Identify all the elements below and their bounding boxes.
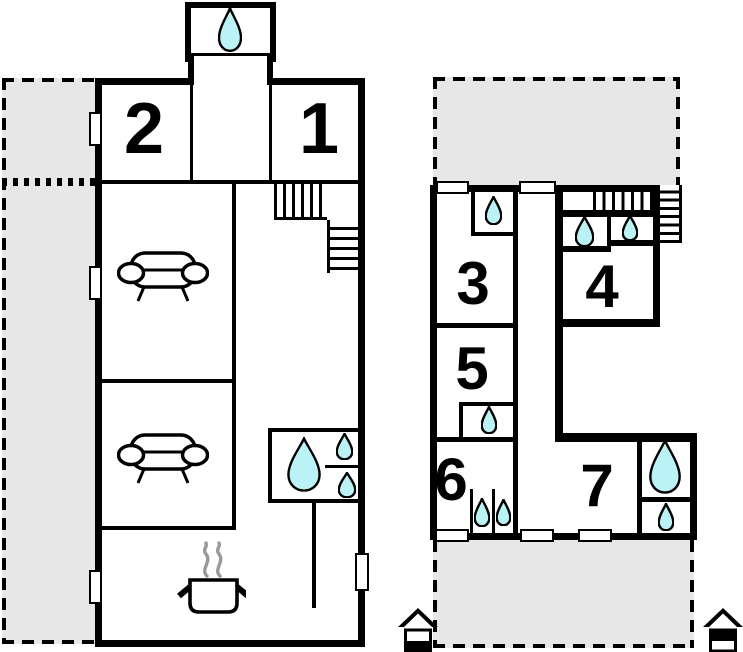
room-5-label: 5 bbox=[455, 335, 489, 402]
water-drop-icon bbox=[622, 215, 638, 241]
wall bbox=[555, 210, 653, 217]
stairs bbox=[274, 184, 327, 220]
wall bbox=[459, 402, 517, 406]
wall bbox=[190, 85, 193, 184]
stairs bbox=[596, 192, 653, 210]
door bbox=[435, 529, 469, 542]
room-1-label: 1 bbox=[298, 89, 340, 169]
sofa-icon bbox=[117, 251, 209, 302]
terrace-bottom-dash-border bbox=[433, 644, 694, 648]
terrace-bottom bbox=[433, 540, 694, 648]
door bbox=[89, 112, 102, 146]
room-7-label: 7 bbox=[580, 452, 614, 519]
wall bbox=[690, 433, 697, 540]
wall bbox=[430, 185, 437, 540]
room-6-label: 6 bbox=[434, 446, 468, 513]
door bbox=[519, 181, 556, 194]
wall bbox=[593, 192, 596, 210]
terrace-left bbox=[2, 78, 95, 644]
wall bbox=[637, 497, 697, 502]
wall bbox=[470, 489, 473, 533]
door bbox=[436, 181, 469, 194]
wall bbox=[637, 442, 642, 533]
wall bbox=[267, 56, 273, 85]
sofa-icon bbox=[117, 433, 209, 484]
wall bbox=[492, 489, 495, 533]
terrace-top-dash-border bbox=[676, 77, 680, 185]
door bbox=[89, 266, 102, 300]
wall bbox=[471, 192, 475, 236]
wall bbox=[268, 428, 272, 503]
wall bbox=[270, 2, 276, 62]
wall bbox=[437, 437, 513, 442]
terrace-left-dash-border bbox=[2, 640, 95, 644]
wall bbox=[188, 56, 194, 85]
house-marker-icon bbox=[703, 608, 743, 652]
wall bbox=[185, 2, 276, 8]
wall bbox=[607, 240, 660, 246]
wall bbox=[459, 402, 463, 441]
wall bbox=[232, 184, 236, 529]
terrace-bottom-dash-border bbox=[690, 540, 694, 648]
wall bbox=[185, 2, 191, 62]
room-3-label: 3 bbox=[456, 250, 490, 317]
cooking-pot-icon bbox=[177, 541, 246, 614]
wall bbox=[102, 180, 358, 184]
water-drop-icon bbox=[496, 499, 511, 526]
water-drop-icon bbox=[575, 216, 594, 247]
wall bbox=[555, 319, 660, 327]
terrace-top-dash-border bbox=[433, 77, 680, 81]
water-drop-icon bbox=[287, 437, 321, 492]
door bbox=[355, 553, 369, 591]
wall bbox=[191, 53, 276, 56]
terrace-left-dash-border bbox=[2, 78, 6, 644]
water-drop-icon bbox=[218, 7, 242, 52]
terrace-top bbox=[433, 77, 680, 185]
water-drop-icon bbox=[481, 406, 497, 434]
wall bbox=[653, 185, 660, 327]
water-drop-icon bbox=[649, 439, 681, 494]
wall bbox=[513, 192, 518, 533]
wall bbox=[437, 323, 513, 328]
wall bbox=[555, 246, 611, 252]
wall bbox=[325, 465, 358, 468]
terrace-bottom-dash-border bbox=[433, 540, 437, 648]
door bbox=[520, 529, 554, 542]
wall bbox=[268, 428, 358, 432]
terrace-top-dash-border bbox=[433, 77, 437, 185]
wall bbox=[269, 85, 272, 184]
door bbox=[578, 529, 612, 542]
wall bbox=[102, 526, 236, 530]
wall bbox=[95, 78, 191, 85]
wall bbox=[430, 533, 697, 540]
wall bbox=[95, 78, 102, 647]
water-drop-icon bbox=[658, 503, 674, 531]
wall bbox=[268, 499, 358, 503]
external-stairs bbox=[658, 185, 682, 243]
wall bbox=[555, 192, 563, 442]
door bbox=[89, 570, 102, 604]
water-drop-icon bbox=[336, 433, 353, 460]
wall bbox=[607, 217, 611, 252]
water-drop-icon bbox=[485, 196, 502, 225]
stairs bbox=[327, 220, 358, 273]
wall bbox=[555, 433, 697, 442]
water-drop-icon bbox=[338, 472, 356, 498]
wall bbox=[312, 503, 316, 608]
wall bbox=[102, 379, 236, 383]
room-4-label: 4 bbox=[585, 253, 619, 320]
wall bbox=[269, 78, 365, 85]
house-marker-icon bbox=[398, 608, 438, 652]
water-drop-icon bbox=[474, 498, 490, 527]
room-2-label: 2 bbox=[123, 89, 165, 169]
wall bbox=[358, 78, 365, 647]
terrace-dotted-divider bbox=[2, 178, 95, 186]
wall bbox=[471, 232, 517, 236]
terrace-left-dash-border bbox=[2, 78, 95, 82]
wall bbox=[95, 640, 365, 647]
